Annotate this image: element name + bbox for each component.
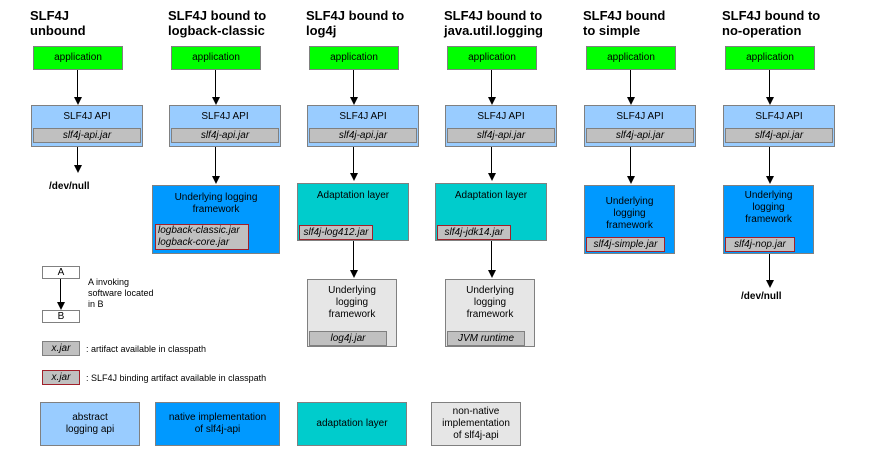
adaptation-label: Adaptation layer	[454, 190, 528, 201]
application-box: application	[586, 46, 676, 70]
legend-binding-desc: : SLF4J binding artifact available in cl…	[86, 373, 267, 383]
api-label: SLF4J API	[477, 111, 525, 122]
slf4j-api-box: SLF4J API slf4j-api.jar	[723, 105, 835, 147]
logback-classic-jar: logback-classic.jar	[158, 225, 240, 236]
key-native-impl: native implementation of slf4j-api	[155, 402, 280, 446]
api-jar: slf4j-api.jar	[586, 128, 694, 143]
application-box: application	[171, 46, 261, 70]
api-jar: slf4j-api.jar	[33, 128, 141, 143]
column-nop: SLF4J bound to no-operation application …	[722, 0, 847, 454]
application-box: application	[33, 46, 123, 70]
key-nonnative-impl: non-native implementation of slf4j-api	[431, 402, 521, 446]
legend-jar-sample: x.jar	[42, 341, 80, 356]
api-label: SLF4J API	[63, 111, 111, 122]
api-jar: slf4j-api.jar	[171, 128, 279, 143]
binding-jars: logback-classic.jar logback-core.jar	[155, 224, 249, 250]
column-title: SLF4J bound to no-operation	[722, 8, 821, 38]
key-abstract-api: abstract logging api	[40, 402, 140, 446]
slf4j-api-box: SLF4J API slf4j-api.jar	[31, 105, 143, 147]
slf4j-api-box: SLF4J API slf4j-api.jar	[307, 105, 419, 147]
framework-label: Underlying logging framework	[605, 196, 654, 231]
column-title: SLF4J bound to java.util.logging	[444, 8, 543, 38]
nonnative-framework-box: Underlying logging framework JVM runtime	[445, 279, 535, 347]
slf4j-api-box: SLF4J API slf4j-api.jar	[584, 105, 696, 147]
framework-label: Underlying logging framework	[466, 285, 514, 320]
legend-jar-desc: : artifact available in classpath	[86, 344, 207, 354]
binding-jar: slf4j-log412.jar	[299, 225, 373, 240]
column-title: SLF4J bound to simple	[583, 8, 666, 38]
adaptation-layer-box: Adaptation layer slf4j-log412.jar	[297, 183, 409, 241]
legend-binding-sample: x.jar	[42, 370, 80, 385]
api-jar: slf4j-api.jar	[725, 128, 833, 143]
application-box: application	[447, 46, 537, 70]
api-label: SLF4J API	[755, 111, 803, 122]
native-framework-box: Underlying logging framework slf4j-simpl…	[584, 185, 675, 254]
column-title: SLF4J unbound	[30, 8, 86, 38]
column-unbound: SLF4J unbound application SLF4J API slf4…	[30, 0, 155, 454]
binding-jar: slf4j-simple.jar	[586, 237, 665, 252]
api-jar: slf4j-api.jar	[447, 128, 555, 143]
native-framework-box: Underlying logging framework slf4j-nop.j…	[723, 185, 814, 254]
key-adaptation-layer: adaptation layer	[297, 402, 407, 446]
column-title: SLF4J bound to logback-classic	[168, 8, 267, 38]
legend-b-box: B	[42, 310, 80, 323]
api-jar: slf4j-api.jar	[309, 128, 417, 143]
api-label: SLF4J API	[616, 111, 664, 122]
application-box: application	[309, 46, 399, 70]
application-box: application	[725, 46, 815, 70]
dev-null-label: /dev/null	[741, 291, 782, 302]
binding-jar: slf4j-jdk14.jar	[437, 225, 511, 240]
dev-null-label: /dev/null	[49, 181, 90, 192]
column-log4j: SLF4J bound to log4j application SLF4J A…	[297, 0, 431, 454]
column-simple: SLF4J bound to simple application SLF4J …	[583, 0, 708, 454]
api-label: SLF4J API	[201, 111, 249, 122]
logback-core-jar: logback-core.jar	[158, 237, 230, 248]
framework-label: Underlying logging framework	[328, 285, 376, 320]
column-jul: SLF4J bound to java.util.logging applica…	[435, 0, 569, 454]
legend-invoke-text: A invoking software located in B	[88, 277, 154, 309]
framework-label: Underlying logging framework	[744, 190, 793, 225]
api-label: SLF4J API	[339, 111, 387, 122]
nonnative-framework-box: Underlying logging framework log4j.jar	[307, 279, 397, 347]
slf4j-api-box: SLF4J API slf4j-api.jar	[169, 105, 281, 147]
column-logback: SLF4J bound to logback-classic applicati…	[152, 0, 293, 454]
framework-jar: JVM runtime	[447, 331, 525, 346]
framework-jar: log4j.jar	[309, 331, 387, 346]
adaptation-layer-box: Adaptation layer slf4j-jdk14.jar	[435, 183, 547, 241]
slf4j-api-box: SLF4J API slf4j-api.jar	[445, 105, 557, 147]
legend-a-box: A	[42, 266, 80, 279]
column-title: SLF4J bound to log4j	[306, 8, 405, 38]
binding-jar: slf4j-nop.jar	[725, 237, 795, 252]
framework-label: Underlying logging framework	[174, 192, 258, 215]
native-framework-box: Underlying logging framework logback-cla…	[152, 185, 280, 254]
adaptation-label: Adaptation layer	[316, 190, 390, 201]
